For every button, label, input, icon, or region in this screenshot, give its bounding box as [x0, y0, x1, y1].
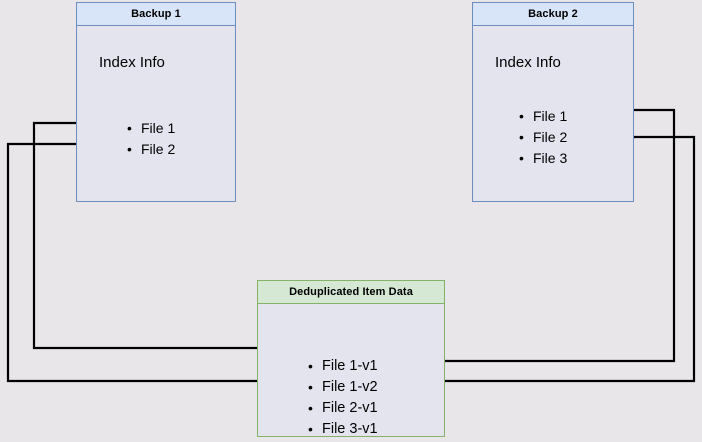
node-backup-2-file-list: File 1 File 2 File 3: [517, 106, 567, 169]
node-backup-1[interactable]: Backup 1 Index Info File 1 File 2: [76, 2, 236, 202]
list-item: File 2-v1: [306, 398, 378, 419]
node-deduplicated-item-data[interactable]: Deduplicated Item Data File 1-v1 File 1-…: [257, 280, 445, 440]
list-item: File 3-v1: [306, 419, 378, 440]
node-backup-2[interactable]: Backup 2 Index Info File 1 File 2 File 3: [472, 2, 634, 202]
list-item: File 3: [517, 148, 567, 169]
node-backup-2-title: Backup 2: [473, 3, 633, 26]
node-dedup-title: Deduplicated Item Data: [258, 281, 444, 304]
node-backup-1-title: Backup 1: [77, 3, 235, 26]
node-dedup-body: File 1-v1 File 1-v2 File 2-v1 File 3-v1: [258, 304, 444, 440]
list-item: File 2: [125, 139, 175, 160]
list-item: File 1-v2: [306, 377, 378, 398]
node-backup-2-body: Index Info File 1 File 2 File 3: [473, 26, 633, 201]
node-backup-1-file-list: File 1 File 2: [125, 118, 175, 160]
node-backup-1-index-label: Index Info: [99, 54, 165, 71]
list-item: File 1-v1: [306, 356, 378, 377]
list-item: File 2: [517, 127, 567, 148]
list-item: File 1: [517, 106, 567, 127]
node-backup-1-body: Index Info File 1 File 2: [77, 26, 235, 201]
list-item: File 1: [125, 118, 175, 139]
node-backup-2-index-label: Index Info: [495, 54, 561, 71]
node-dedup-item-list: File 1-v1 File 1-v2 File 2-v1 File 3-v1: [306, 356, 378, 440]
